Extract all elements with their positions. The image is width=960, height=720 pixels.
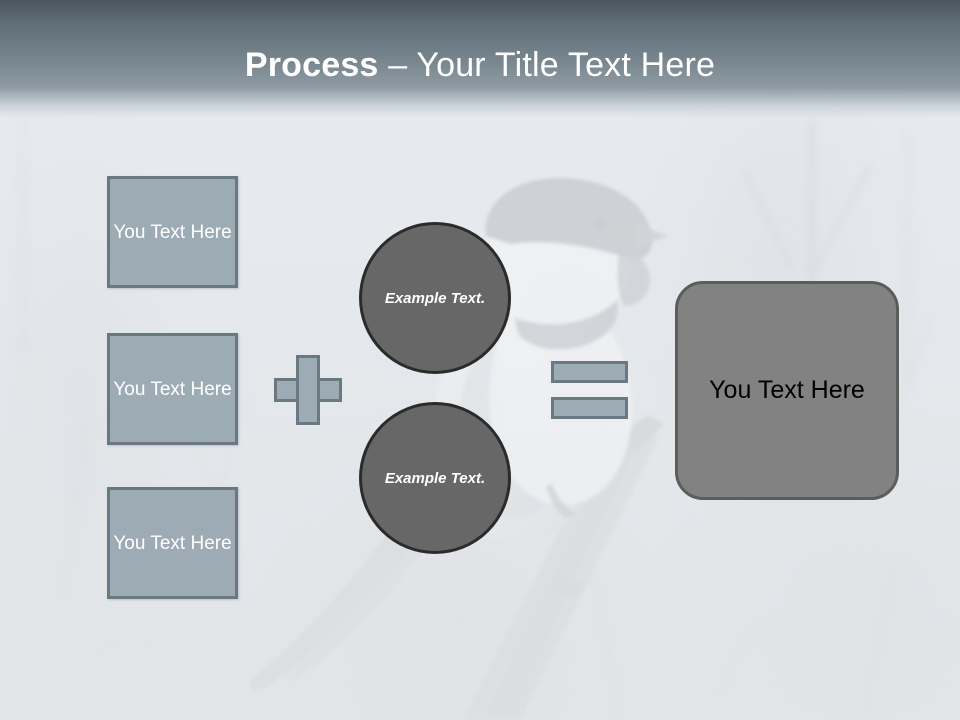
example-circle-2-label: Example Text.: [384, 469, 486, 487]
example-circle-1-label: Example Text.: [384, 289, 486, 307]
input-box-2-label: You Text Here: [113, 378, 232, 400]
result-box[interactable]: You Text Here: [675, 281, 899, 500]
equals-icon: [551, 361, 628, 419]
input-box-2[interactable]: You Text Here: [107, 333, 238, 445]
equals-top-bar: [551, 361, 628, 383]
page-title-bold: Process: [244, 46, 379, 84]
plus-vertical-bar: [296, 355, 320, 425]
result-box-label: You Text Here: [709, 376, 865, 404]
input-box-1[interactable]: You Text Here: [107, 176, 238, 288]
plus-icon: [274, 355, 342, 425]
plus-center-fill: [299, 381, 317, 399]
input-box-3-label: You Text Here: [113, 532, 232, 554]
equals-bottom-bar: [551, 397, 628, 419]
example-circle-1[interactable]: Example Text.: [359, 222, 511, 374]
page-title-rest: – Your Title Text Here: [378, 46, 716, 84]
example-circle-2[interactable]: Example Text.: [359, 402, 511, 554]
input-box-3[interactable]: You Text Here: [107, 487, 238, 599]
input-box-1-label: You Text Here: [113, 221, 232, 243]
title-banner: [0, 0, 960, 118]
page-title: Process – Your Title Text Here: [0, 46, 960, 85]
